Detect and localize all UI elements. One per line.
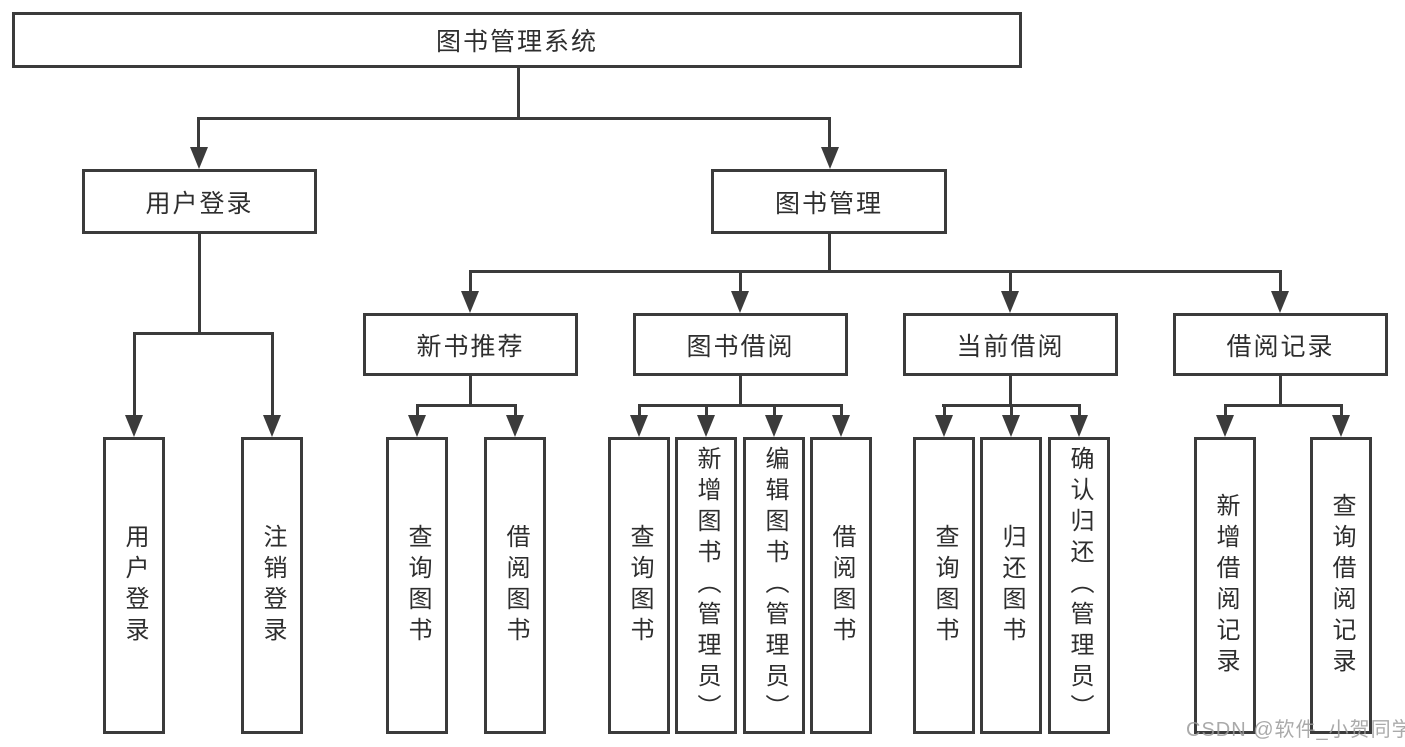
leaf-add-book-admin-label: 新增图书（管理员） (693, 446, 720, 725)
node-book-borrowing-label: 图书借阅 (686, 332, 795, 361)
connector-drop-leaf (416, 404, 419, 418)
node-book-management: 图书管理 (711, 169, 947, 234)
connector-root-stem (517, 68, 520, 119)
arrowhead-leaf (832, 415, 850, 437)
connector-drop-book-borrow (739, 270, 742, 295)
leaf-add-borrow-record-label: 新增借阅记录 (1212, 492, 1239, 679)
leaf-logout: 注销登录 (241, 437, 303, 734)
leaf-edit-book-admin-label: 编辑图书（管理员） (761, 446, 788, 725)
connector-root-branch (197, 117, 831, 120)
connector-borrow-records-branch (1224, 404, 1343, 407)
arrowhead-current-borrow (1001, 291, 1019, 313)
node-borrow-records: 借阅记录 (1173, 313, 1388, 376)
connector-drop-leaf (271, 332, 274, 418)
leaf-return-books: 归还图书 (980, 437, 1042, 734)
leaf-query-borrow-record: 查询借阅记录 (1310, 437, 1372, 734)
arrowhead-book-management (821, 147, 839, 169)
node-new-book-recommend-label: 新书推荐 (416, 332, 525, 361)
connector-borrow-records-stem (1279, 376, 1282, 407)
arrowhead-user-login (190, 147, 208, 169)
leaf-logout-label: 注销登录 (259, 523, 286, 648)
connector-drop-leaf (1340, 404, 1343, 418)
connector-drop-borrow-records (1279, 270, 1282, 295)
arrowhead-leaf (125, 415, 143, 437)
node-user-login-label: 用户登录 (145, 189, 254, 218)
node-book-borrowing: 图书借阅 (633, 313, 848, 376)
arrowhead-leaf (506, 415, 524, 437)
arrowhead-new-book (461, 291, 479, 313)
leaf-add-book-admin: 新增图书（管理员） (675, 437, 737, 734)
arrowhead-leaf (1070, 415, 1088, 437)
connector-user-login-stem (198, 234, 201, 335)
connector-user-login-branch (133, 332, 274, 335)
arrowhead-leaf (263, 415, 281, 437)
leaf-borrow-books-2: 借阅图书 (810, 437, 872, 734)
connector-drop-current-borrow (1009, 270, 1012, 295)
leaf-return-books-label: 归还图书 (998, 523, 1025, 648)
node-library-system-label: 图书管理系统 (435, 28, 598, 56)
leaf-user-login-label: 用户登录 (121, 523, 148, 648)
leaf-user-login: 用户登录 (103, 437, 165, 734)
connector-book-borrow-stem (739, 376, 742, 407)
connector-book-borrow-branch (638, 404, 843, 407)
leaf-borrow-books-1: 借阅图书 (484, 437, 546, 734)
arrowhead-leaf (630, 415, 648, 437)
connector-book-management-stem (828, 234, 831, 273)
connector-drop-leaf (133, 332, 136, 418)
connector-drop-leaf (1010, 404, 1013, 418)
node-new-book-recommend: 新书推荐 (363, 313, 578, 376)
connector-drop-leaf (638, 404, 641, 418)
connector-current-borrow-stem (1009, 376, 1012, 407)
connector-drop-leaf (773, 404, 776, 418)
connector-drop-leaf (1078, 404, 1081, 418)
connector-drop-leaf (943, 404, 946, 418)
arrowhead-leaf (935, 415, 953, 437)
node-user-login: 用户登录 (82, 169, 317, 234)
node-borrow-records-label: 借阅记录 (1226, 332, 1335, 361)
watermark-text: CSDN @软件_小贺同学 (1186, 719, 1405, 741)
leaf-borrow-books-2-label: 借阅图书 (828, 523, 855, 648)
arrowhead-leaf (408, 415, 426, 437)
leaf-query-borrow-record-label: 查询借阅记录 (1328, 492, 1355, 679)
arrowhead-borrow-records (1271, 291, 1289, 313)
leaf-add-borrow-record: 新增借阅记录 (1194, 437, 1256, 734)
leaf-borrow-books-1-label: 借阅图书 (502, 523, 529, 648)
leaf-confirm-return-admin: 确认归还（管理员） (1048, 437, 1110, 734)
connector-book-management-branch (469, 270, 1282, 273)
node-library-system: 图书管理系统 (12, 12, 1022, 68)
leaf-query-books-1-label: 查询图书 (404, 523, 431, 648)
leaf-edit-book-admin: 编辑图书（管理员） (743, 437, 805, 734)
connector-drop-leaf (705, 404, 708, 418)
connector-drop-book-management (828, 117, 831, 149)
connector-drop-leaf (840, 404, 843, 418)
connector-drop-user-login (197, 117, 200, 149)
connector-new-book-stem (469, 376, 472, 407)
node-book-management-label: 图书管理 (774, 189, 883, 218)
connector-drop-leaf (514, 404, 517, 418)
connector-drop-leaf (1224, 404, 1227, 418)
leaf-query-books-2-label: 查询图书 (626, 523, 653, 648)
leaf-query-books-1: 查询图书 (386, 437, 448, 734)
arrowhead-leaf (1002, 415, 1020, 437)
arrowhead-leaf (1332, 415, 1350, 437)
leaf-confirm-return-admin-label: 确认归还（管理员） (1066, 446, 1093, 725)
arrowhead-book-borrow (731, 291, 749, 313)
leaf-query-books-2: 查询图书 (608, 437, 670, 734)
connector-new-book-branch (416, 404, 517, 407)
node-current-borrowing-label: 当前借阅 (956, 332, 1065, 361)
connector-drop-new-book (469, 270, 472, 295)
leaf-query-books-3-label: 查询图书 (931, 523, 958, 648)
arrowhead-leaf (697, 415, 715, 437)
leaf-query-books-3: 查询图书 (913, 437, 975, 734)
arrowhead-leaf (1216, 415, 1234, 437)
node-current-borrowing: 当前借阅 (903, 313, 1118, 376)
arrowhead-leaf (765, 415, 783, 437)
